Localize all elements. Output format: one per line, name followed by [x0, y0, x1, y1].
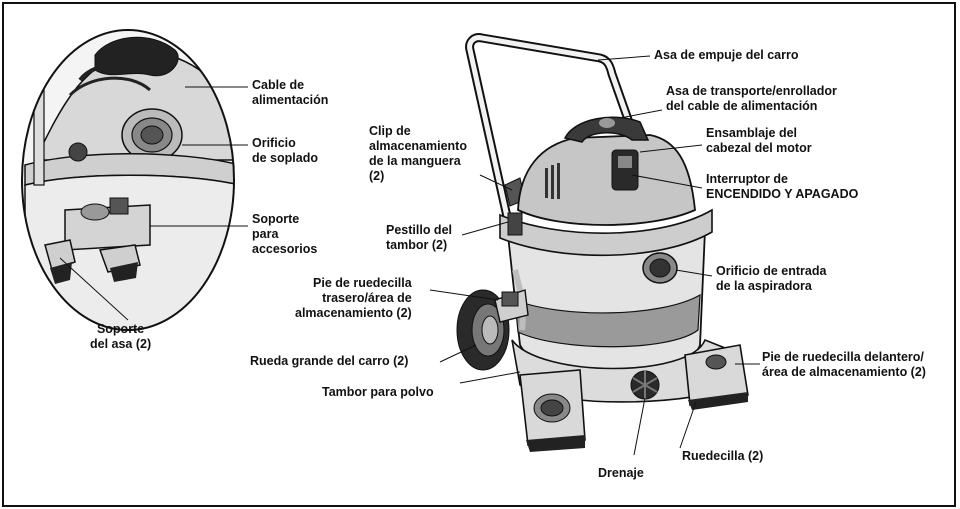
- label-blow-port: Orificio de soplado: [252, 136, 318, 165]
- label-hose-clip: Clip de almacenamiento de la manguera (2…: [369, 124, 467, 183]
- label-motor-head: Ensamblaje del cabezal del motor: [706, 126, 812, 155]
- label-carry-handle: Asa de transporte/enrollador del cable d…: [666, 84, 837, 113]
- label-drum-latch: Pestillo del tambor (2): [386, 223, 452, 252]
- drum-latch: [507, 212, 523, 236]
- drum-rim: [499, 208, 713, 257]
- label-push-handle: Asa de empuje del carro: [654, 48, 799, 62]
- label-on-off-switch: Interruptor de ENCENDIDO Y APAGADO: [706, 172, 859, 201]
- label-dust-drum: Tambor para polvo: [322, 385, 434, 399]
- carry-handle: [563, 116, 650, 143]
- vacuum-main: [456, 33, 749, 452]
- label-power-cord: Cable de alimentación: [252, 78, 329, 107]
- label-front-caster-foot: Pie de ruedecilla delantero/ área de alm…: [762, 350, 926, 379]
- label-drain: Drenaje: [598, 466, 644, 480]
- label-caster: Ruedecilla (2): [682, 449, 764, 463]
- label-rear-caster-foot: Pie de ruedecilla trasero/área de almace…: [295, 276, 412, 320]
- cord-detail: [94, 36, 179, 77]
- drain-plug: [630, 370, 660, 400]
- label-inlet-port: Orificio de entrada de la aspiradora: [716, 264, 827, 293]
- label-handle-holder: Soporte del asa (2): [90, 322, 152, 351]
- leader-lines: [59, 55, 760, 456]
- motor-head: [517, 134, 696, 226]
- label-accessory-holder: Soporte para accesorios: [252, 212, 318, 256]
- vacuum-inlet-port: [642, 252, 678, 284]
- large-wheel: [456, 289, 510, 371]
- label-large-wheel: Rueda grande del carro (2): [250, 354, 409, 368]
- detail-inset: [21, 29, 235, 331]
